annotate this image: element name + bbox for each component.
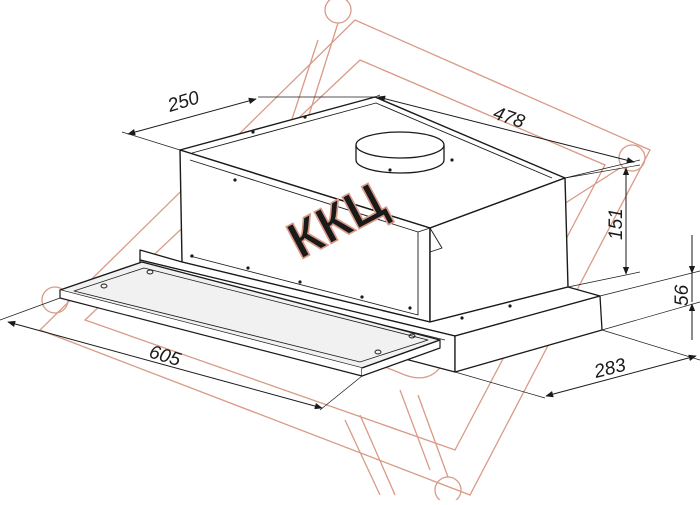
dim-label-width: 605 bbox=[147, 342, 184, 371]
dim-label-height: 151 bbox=[606, 208, 627, 240]
dim-label-depth: 250 bbox=[164, 87, 202, 117]
dimension-annotations bbox=[0, 94, 700, 411]
exhaust-duct bbox=[355, 131, 445, 174]
watermark-line bbox=[344, 419, 381, 496]
dim-label-panel-height: 56 bbox=[672, 284, 693, 306]
dim-line-depth bbox=[127, 97, 257, 136]
watermark-circle-right bbox=[618, 144, 646, 172]
base-screws bbox=[190, 254, 512, 320]
watermark-line bbox=[359, 414, 396, 496]
dim-line-panel-depth bbox=[545, 354, 697, 398]
dim-label-length: 478 bbox=[490, 103, 527, 133]
watermark-line bbox=[417, 394, 449, 478]
watermark-circle-bottom bbox=[434, 476, 462, 504]
left-face-inner-frame bbox=[189, 159, 419, 316]
watermark-line bbox=[399, 389, 431, 471]
dim-label-panel-depth: 283 bbox=[591, 355, 628, 383]
watermark-circle-top bbox=[324, 0, 352, 24]
dim-line-width bbox=[7, 320, 323, 410]
corner-bevel bbox=[417, 227, 443, 253]
dim-line-length bbox=[377, 95, 635, 164]
